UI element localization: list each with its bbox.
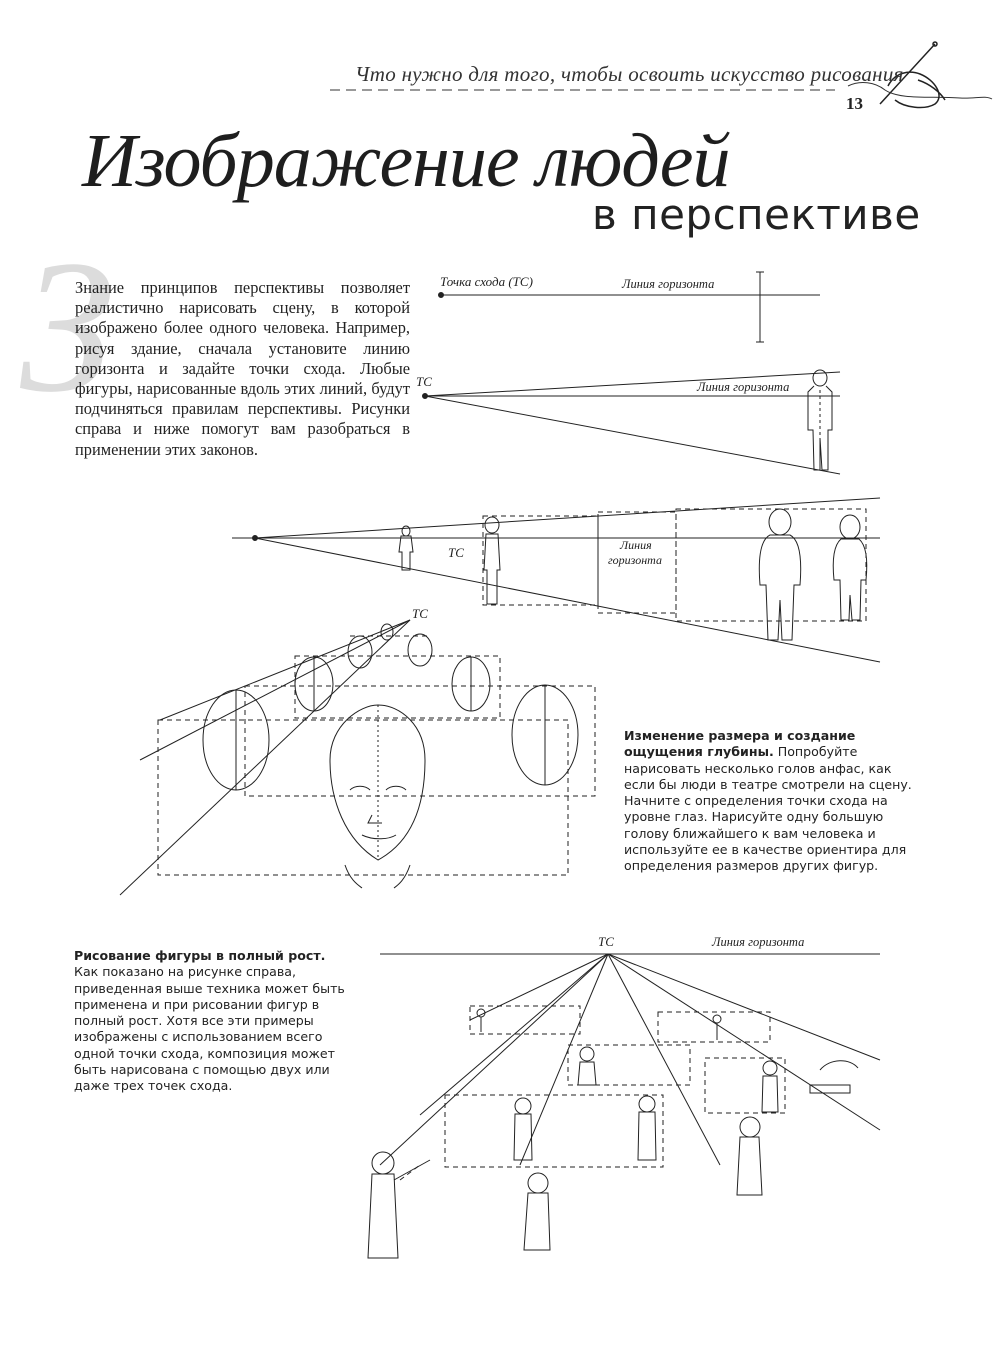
caption-depth-body: Попробуйте нарисовать несколько голов ан… <box>624 744 912 873</box>
caption-depth: Изменение размера и создание ощущения гл… <box>624 728 924 875</box>
d5-horizon-label: Линия горизонта <box>711 935 804 949</box>
diagram-receding-figures <box>232 498 880 662</box>
d2-vp-label: ТС <box>416 374 432 389</box>
diagram-heads-perspective <box>120 620 595 895</box>
d1-vp-label: Точка схода (ТС) <box>440 274 533 289</box>
page-title-sans: в перспективе <box>592 190 921 239</box>
diagram-full-figures <box>368 954 880 1258</box>
running-header: Что нужно для того, чтобы освоить искусс… <box>355 62 904 87</box>
caption-full-heading: Рисование фигуры в полный рост. <box>74 948 325 963</box>
d5-vp-label: ТС <box>598 934 614 949</box>
d2-horizon-label: Линия горизонта <box>696 380 789 394</box>
intro-text: Знание принципов перспективы позволяет р… <box>75 278 410 460</box>
intro-paragraph: Знание принципов перспективы позволяет р… <box>75 278 410 460</box>
d4-vp-label: ТС <box>412 606 428 621</box>
caption-full-figure: Рисование фигуры в полный рост. Как пока… <box>74 948 346 1095</box>
d3-horizon-label-2: горизонта <box>608 553 662 567</box>
page-number: 13 <box>846 94 863 114</box>
caption-full-body: Как показано на рисунке справа, приведен… <box>74 964 345 1093</box>
d1-horizon-label: Линия горизонта <box>621 277 714 291</box>
d3-horizon-label-1: Линия <box>619 538 652 552</box>
d3-vp-label: ТС <box>448 545 464 560</box>
